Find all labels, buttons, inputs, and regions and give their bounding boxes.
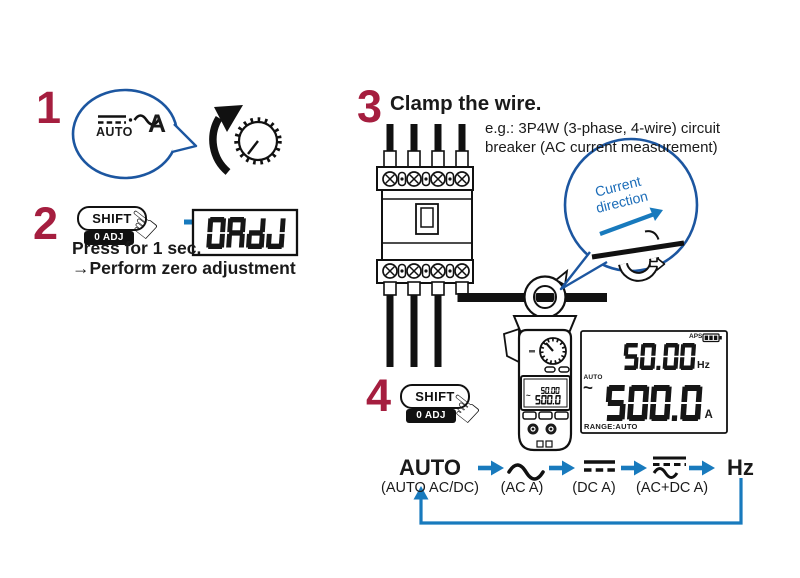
callout-tail bbox=[559, 251, 608, 291]
zero-adj-label: 0 ADJ bbox=[84, 231, 134, 245]
sequence-dc-sub: (DC A) bbox=[572, 480, 616, 496]
dc-symbol-icon bbox=[584, 460, 615, 472]
sequence-auto-sub: (AUTO AC/DC) bbox=[380, 480, 480, 496]
meter-lcd-ac-symbol: ~ bbox=[526, 391, 531, 400]
speech-bubble-tail bbox=[171, 123, 198, 154]
sequence-ac-sub: (AC A) bbox=[500, 480, 544, 496]
sequence-auto-label: AUTO bbox=[399, 455, 461, 480]
frequency-unit: Hz bbox=[697, 358, 710, 371]
aps-label: APS bbox=[689, 332, 703, 340]
ac-symbol-icon bbox=[507, 463, 545, 481]
blue-arrow-icon bbox=[478, 460, 504, 476]
callout-direction-arrow-icon bbox=[599, 207, 663, 236]
main-display-frequency bbox=[620, 343, 697, 377]
current-direction-callout bbox=[559, 137, 699, 291]
step2-note-line1: Press for 1 sec. bbox=[72, 238, 202, 258]
step1-amp-label: A bbox=[148, 110, 167, 138]
meter-round-button bbox=[527, 423, 539, 435]
main-display-current bbox=[601, 385, 704, 428]
range-label: RANGE:AUTO bbox=[584, 421, 638, 431]
meter-button bbox=[554, 411, 569, 420]
callout-mini-clamp bbox=[591, 230, 685, 282]
step2-note: Press for 1 sec. →Perform zero adjustmen… bbox=[72, 238, 296, 278]
battery-icon bbox=[702, 333, 722, 343]
sequence-return-loop bbox=[413, 478, 743, 525]
step3-title: Clamp the wire. bbox=[390, 92, 542, 115]
rotate-arrow-icon bbox=[209, 105, 243, 175]
dc-ac-symbol-icon bbox=[98, 114, 160, 126]
step3-example-line1: e.g.: 3P4W (3-phase, 4-wire) circuit bbox=[485, 120, 721, 137]
current-unit: A bbox=[704, 409, 713, 421]
blue-arrow-icon bbox=[621, 460, 647, 476]
main-display-frame bbox=[580, 330, 728, 434]
mode-sequence-art bbox=[413, 456, 743, 525]
main-display-auto-label: AUTO bbox=[583, 374, 603, 381]
rotary-knob-icon bbox=[234, 117, 282, 165]
zero-adj-label: 0 ADJ bbox=[406, 409, 456, 423]
meter-button bbox=[538, 411, 553, 420]
blue-arrow-icon bbox=[689, 460, 715, 476]
shift-button[interactable]: SHIFT bbox=[77, 206, 147, 231]
breaker-top-wires bbox=[383, 124, 469, 169]
clamp-meter bbox=[503, 268, 578, 452]
step2-note-line2: →Perform zero adjustment bbox=[72, 257, 296, 278]
sequence-acdc-sub: (AC+DC A) bbox=[636, 480, 709, 496]
meter-lcd-current bbox=[534, 392, 561, 410]
main-display-art bbox=[580, 330, 728, 434]
main-display-ac-symbol: ~ bbox=[583, 378, 593, 397]
meter-small-button bbox=[558, 366, 570, 373]
sequence-hz-label: Hz bbox=[727, 455, 754, 480]
breaker-bottom-wires bbox=[383, 281, 469, 367]
step3-number: 3 bbox=[357, 81, 383, 132]
meter-round-button bbox=[545, 423, 557, 435]
circuit-breaker bbox=[376, 124, 474, 367]
shift-button[interactable]: SHIFT bbox=[400, 384, 470, 409]
step1-art bbox=[71, 88, 282, 180]
step2-number: 2 bbox=[33, 198, 59, 249]
jaw-latch bbox=[554, 268, 569, 287]
meter-small-button bbox=[544, 366, 556, 373]
ac-dc-symbol-icon bbox=[652, 456, 686, 479]
step4-number: 4 bbox=[366, 370, 392, 421]
zero-adj-display-value bbox=[203, 216, 287, 256]
wire-direction-arrow-icon bbox=[649, 257, 666, 271]
meter-lcd-frequency bbox=[540, 381, 560, 399]
meter-button bbox=[522, 411, 537, 420]
step3-example-line2: breaker (AC current measurement) bbox=[485, 139, 718, 156]
step1-number: 1 bbox=[36, 82, 62, 133]
step1-auto-label: AUTO bbox=[96, 124, 133, 139]
blue-arrow-icon bbox=[549, 460, 575, 476]
meter-rotary-dial bbox=[529, 337, 567, 365]
jaw-release-lever bbox=[503, 327, 520, 364]
